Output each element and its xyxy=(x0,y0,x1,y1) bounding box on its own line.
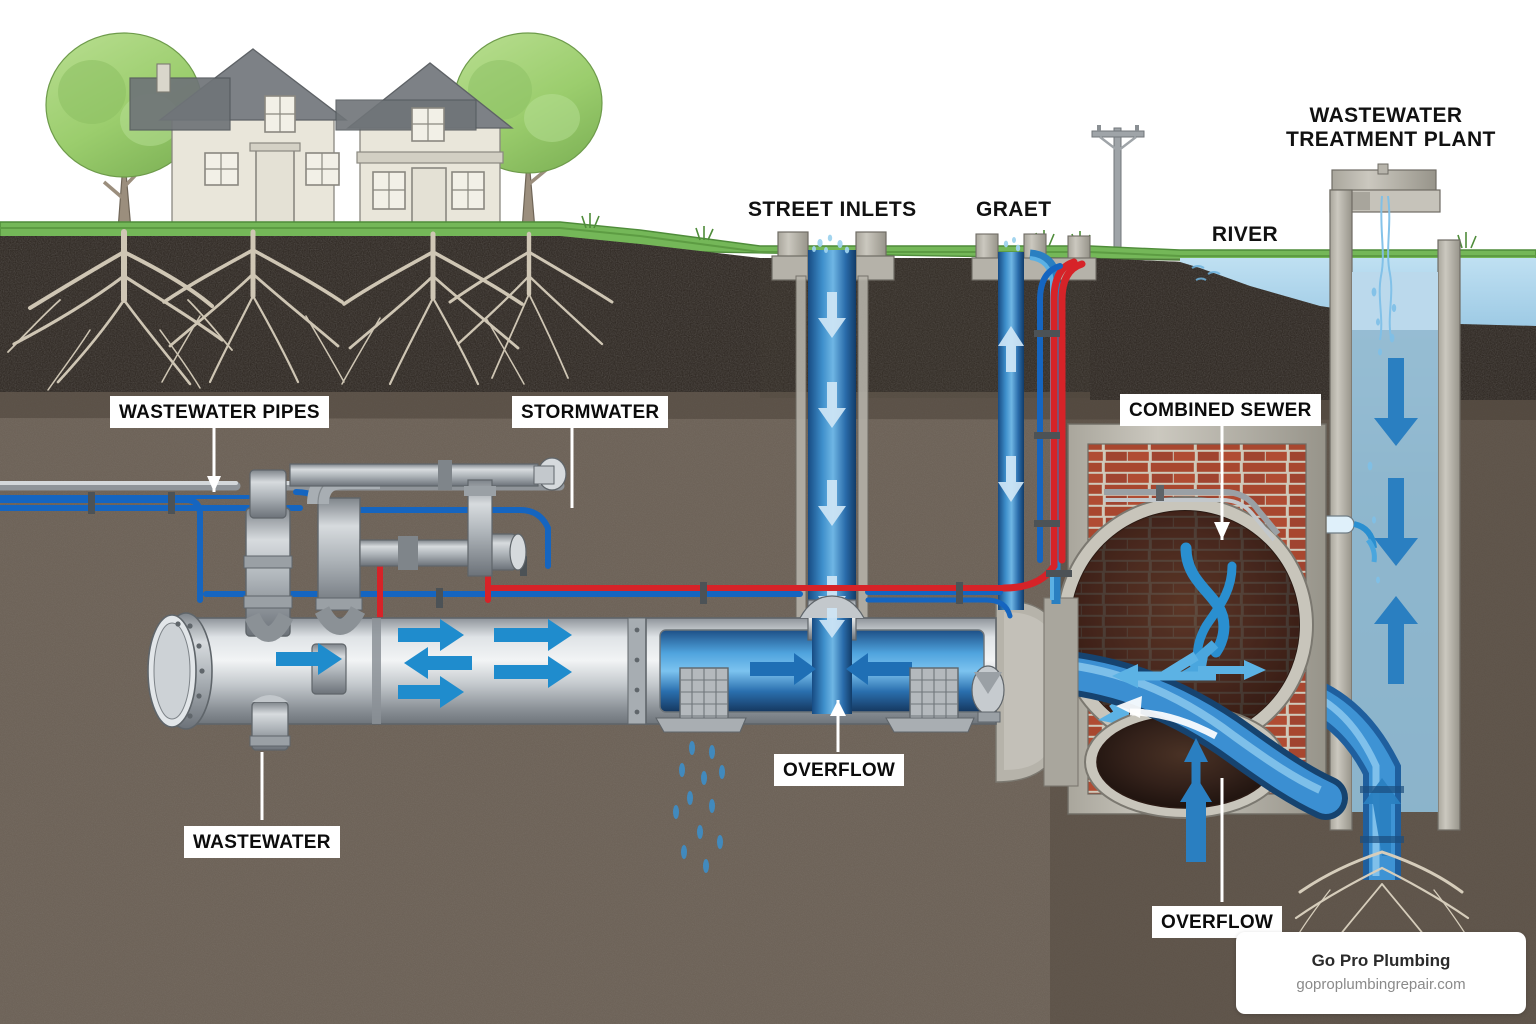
watermark-brand: Go Pro Plumbing xyxy=(1311,951,1451,971)
tree-roots-left xyxy=(7,229,233,391)
tree-roots-far-right xyxy=(448,231,614,379)
label-river: RIVER xyxy=(1211,223,1279,246)
overflow-chamber xyxy=(645,595,1005,873)
label-wastewater: WASTEWATER xyxy=(184,826,340,858)
graet-shafts xyxy=(971,233,1097,610)
wastewater-treatment-plant xyxy=(1284,163,1461,880)
graet-water-column xyxy=(998,252,1024,610)
label-stormwater: STORMWATER xyxy=(512,396,669,428)
callout-leaders xyxy=(207,424,1230,902)
overflow-drip xyxy=(673,741,725,873)
wwtp-line-1: WASTEWATER xyxy=(1309,104,1463,127)
label-graet: GRAET xyxy=(976,198,1052,221)
wastewater-pipe-cluster xyxy=(147,457,647,751)
tree-roots-right xyxy=(341,231,525,386)
sewer-inlet-transition xyxy=(995,597,1079,787)
overflow-converge-arrows xyxy=(750,653,912,685)
tree-roots-mid xyxy=(161,229,345,384)
watermark-badge[interactable]: Go Pro Plumbing goproplumbingrepair.com xyxy=(1236,932,1526,1014)
sewer-connector-valve xyxy=(971,665,1005,723)
inlet-splash xyxy=(812,234,850,254)
wwtp-line-2: TREATMENT PLANT xyxy=(1286,127,1496,151)
label-wastewater-treatment-plant: WASTEWATER TREATMENT PLANT xyxy=(1286,104,1495,151)
wastewater-flow-arrows xyxy=(276,619,572,708)
label-overflow-center: OVERFLOW xyxy=(774,754,905,786)
house-left xyxy=(129,48,348,226)
overflow-grate-right xyxy=(909,667,959,727)
label-street-inlets: STREET INLETS xyxy=(748,198,917,221)
house-right xyxy=(335,62,514,226)
label-combined-sewer: COMBINED SEWER xyxy=(1120,394,1321,426)
combined-sewer-structure xyxy=(1038,423,1348,862)
plant-outfall-stream xyxy=(1378,195,1393,341)
overflow-grate-left xyxy=(679,667,729,727)
shaft-flow-arrows xyxy=(1374,358,1418,684)
sewer-bottom-riser xyxy=(1180,776,1212,862)
label-overflow-bottom-right: OVERFLOW xyxy=(1152,906,1283,938)
label-wastewater-pipes: WASTEWATER PIPES xyxy=(110,396,329,428)
watermark-url: goproplumbingrepair.com xyxy=(1296,975,1466,993)
